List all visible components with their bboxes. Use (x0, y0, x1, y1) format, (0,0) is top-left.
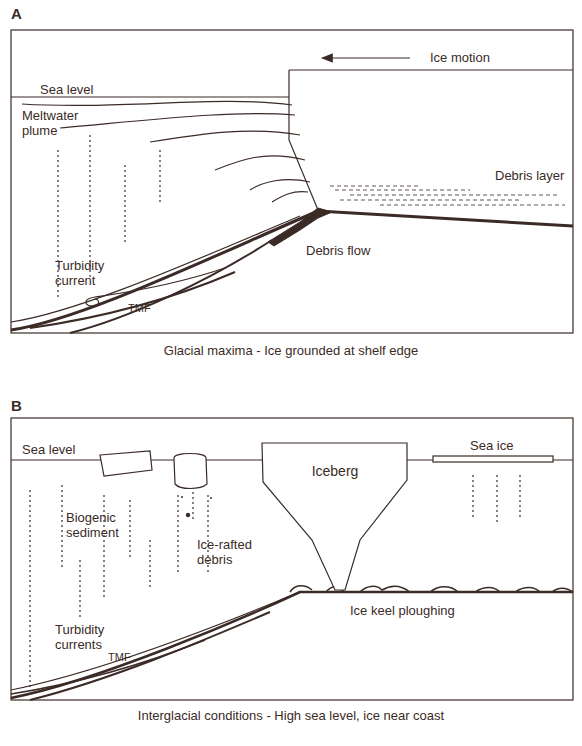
panel-a (11, 30, 573, 333)
meltwater-plume-line (150, 131, 300, 142)
label: Meltwater plume (22, 108, 97, 138)
tmf-layer (30, 612, 270, 700)
label: Ice motion (430, 50, 490, 65)
panel-b (11, 418, 573, 700)
meltwater-plume-line (272, 192, 308, 202)
label: Glacial maxima - Ice grounded at shelf e… (0, 343, 582, 358)
label: A (11, 6, 22, 21)
sea-ice-slab (433, 456, 553, 462)
meltwater-plume-line (60, 114, 295, 128)
sediment-rain (473, 475, 520, 525)
seabed (11, 592, 573, 698)
debris-clast (186, 513, 190, 517)
debris-layer-dashes (330, 186, 565, 205)
panel-frame (11, 418, 573, 700)
label: Turbidity current (55, 258, 127, 288)
tmf-layer (11, 216, 300, 322)
label: Ice keel ploughing (350, 603, 455, 618)
iceberg-shape: Iceberg (262, 443, 408, 591)
small-iceberg (174, 454, 207, 489)
label: Debris flow (306, 243, 370, 258)
label: B (11, 398, 22, 413)
label: TMF (108, 650, 131, 665)
panel-frame (11, 30, 573, 333)
label: Ice-rafted debris (197, 537, 267, 567)
label: Sea level (40, 82, 93, 97)
label: Turbidity currents (55, 622, 131, 652)
debris-clast (181, 496, 183, 498)
meltwater-plume-line (250, 180, 310, 190)
label: TMF (128, 301, 151, 316)
ice-floe (100, 451, 152, 476)
meltwater-plume-line (215, 156, 305, 170)
debris-flow (268, 208, 332, 246)
debris-clast (210, 497, 212, 499)
label: Sea level (22, 442, 75, 457)
turbidity-current (86, 268, 225, 306)
meltwater-plume-line (22, 101, 292, 105)
label: Interglacial conditions - High sea level… (0, 708, 582, 723)
ice-motion-arrow (322, 57, 410, 58)
tmf-layer (70, 240, 272, 333)
plough-marks (290, 586, 573, 592)
node-text: Iceberg (262, 463, 408, 479)
tmf-layer (11, 596, 290, 690)
label: Debris layer (495, 168, 564, 183)
sediment-rain (30, 485, 150, 690)
tmf-layer (11, 640, 205, 694)
label: Biogenic sediment (66, 510, 136, 540)
ice-sheet-outline (289, 70, 573, 210)
label: Sea ice (470, 438, 513, 453)
iceberg-outline-path (262, 443, 407, 590)
